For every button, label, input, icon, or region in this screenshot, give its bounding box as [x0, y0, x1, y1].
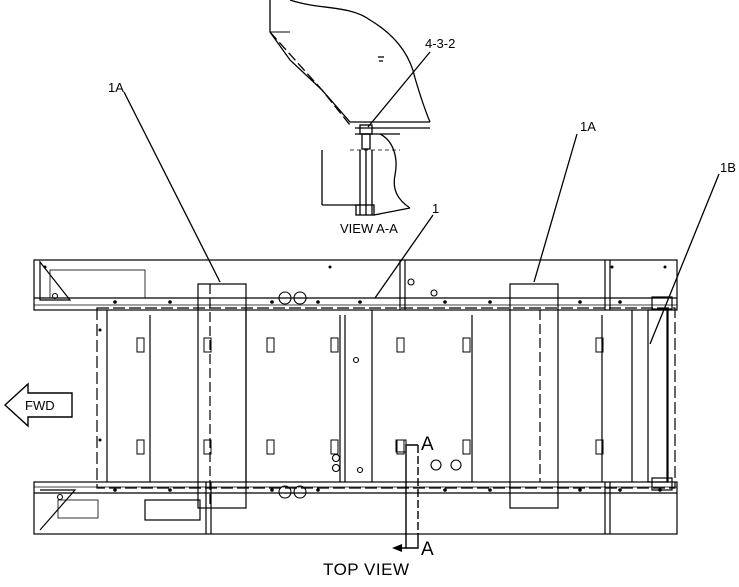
leader-1a-right: [533, 133, 578, 283]
leader-4-3-2: [367, 51, 431, 128]
tray-slots: [136, 337, 604, 455]
fwd-arrow-icon: [3, 382, 73, 428]
fwd-label: FWD: [25, 398, 55, 413]
view-aa-panel-torn-edge: [289, 0, 431, 123]
top-rail: [33, 259, 678, 311]
section-a-lower-label: A: [421, 539, 434, 560]
leader-1b: [649, 173, 720, 345]
leader-1: [374, 214, 434, 299]
callout-4-3-2: 4-3-2: [425, 36, 455, 51]
bottom-rail: [33, 481, 678, 535]
top-view-title: TOP VIEW: [323, 560, 410, 579]
view-aa-label: VIEW A-A: [340, 221, 398, 236]
view-aa-bolt-head: [359, 124, 373, 135]
mounting-holes: [51, 278, 462, 501]
view-aa-dashed-hidden: [269, 31, 351, 126]
strap-1b: [647, 309, 669, 483]
view-aa-bracket-torn: [379, 133, 411, 209]
tray-dashed-outline: [96, 307, 676, 489]
strap-1a-left: [197, 283, 247, 509]
callout-1b: 1B: [720, 160, 736, 175]
callout-1a-right: 1A: [580, 119, 596, 134]
view-aa-panel-outline: [269, 0, 430, 123]
section-arrow-lower: [392, 544, 402, 552]
top-view-assembly: [33, 259, 678, 535]
view-aa-detail: [269, 0, 431, 216]
callout-1: 1: [432, 201, 439, 216]
section-cut-a: [395, 439, 419, 549]
leader-1a-left: [123, 91, 221, 283]
section-a-upper-label: A: [421, 434, 434, 455]
rivet-dots: [43, 265, 667, 492]
strap-1a-right: [509, 283, 559, 509]
callout-1a-left: 1A: [108, 80, 124, 95]
